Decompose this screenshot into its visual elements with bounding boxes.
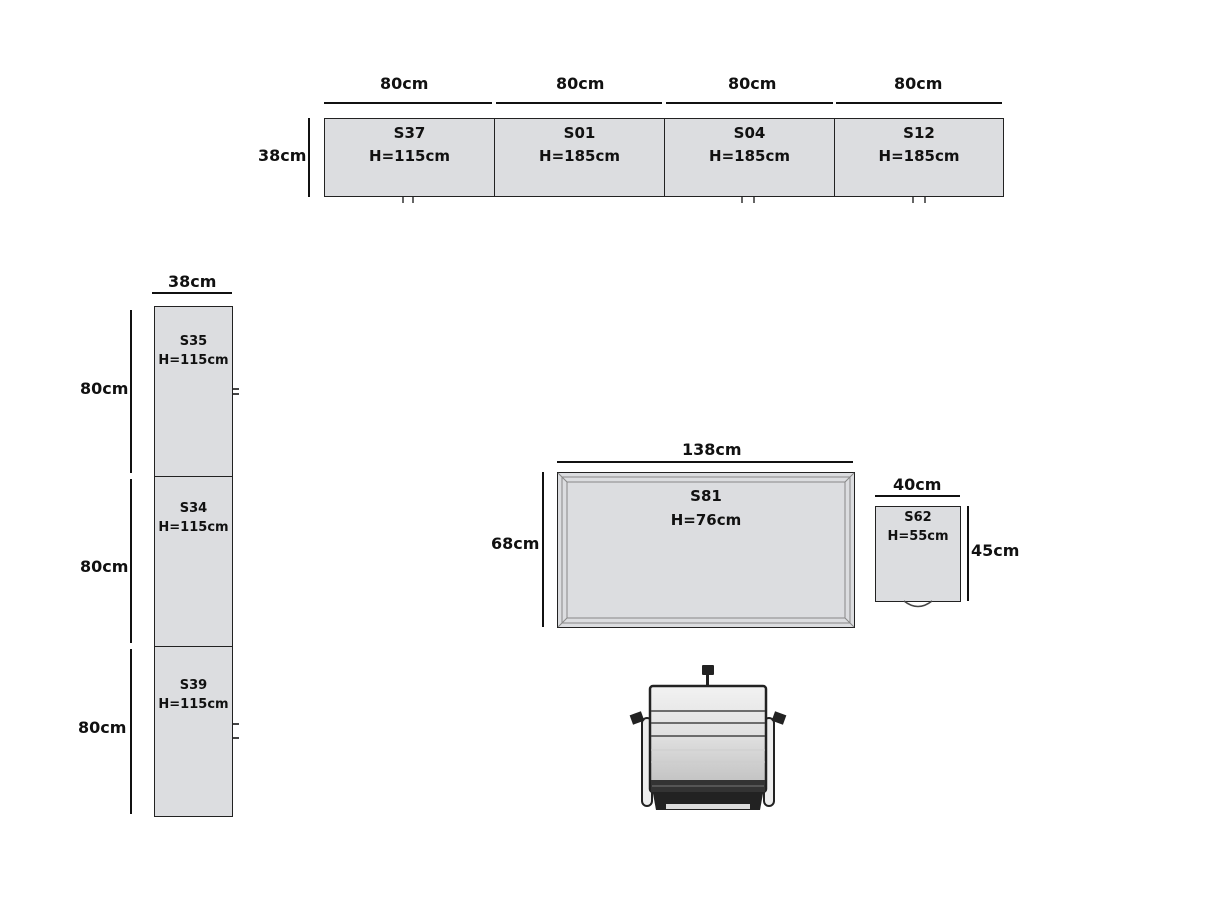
cabinet-code: S12 bbox=[903, 124, 935, 142]
cabinet-height: H=115cm bbox=[158, 520, 229, 535]
cabinet-height: H=115cm bbox=[158, 353, 229, 368]
handle-icon bbox=[233, 737, 239, 739]
handle-icon bbox=[753, 197, 755, 203]
length-label: 80cm bbox=[80, 557, 129, 576]
dimension-line bbox=[666, 102, 833, 104]
cabinet-height: H=185cm bbox=[539, 147, 620, 165]
side-unit-code: S62 bbox=[904, 510, 932, 525]
dimension-line bbox=[152, 292, 232, 294]
cabinet-s39[interactable]: S39 H=115cm bbox=[154, 646, 233, 817]
handle-icon bbox=[741, 197, 743, 203]
cabinet-s35[interactable]: S35 H=115cm bbox=[154, 306, 233, 477]
depth-label: 68cm bbox=[491, 534, 540, 553]
width-label: 80cm bbox=[556, 74, 605, 93]
dimension-line bbox=[496, 102, 662, 104]
cabinet-code: S35 bbox=[179, 334, 208, 349]
cabinet-s04[interactable]: S04 H=185cm bbox=[664, 118, 835, 197]
dimension-line bbox=[875, 495, 960, 497]
desk-s81[interactable]: S81 H=76cm bbox=[557, 472, 855, 628]
dimension-line bbox=[130, 649, 132, 814]
cabinet-height: H=115cm bbox=[369, 147, 450, 165]
cabinet-s12[interactable]: S12 H=185cm bbox=[834, 118, 1004, 197]
desk-frame-icon bbox=[557, 472, 854, 627]
handle-icon bbox=[402, 197, 404, 203]
length-label: 80cm bbox=[80, 379, 129, 398]
width-label: 80cm bbox=[728, 74, 777, 93]
cabinet-code: S04 bbox=[733, 124, 766, 142]
cabinet-code: S01 bbox=[563, 124, 596, 142]
dimension-line bbox=[308, 118, 310, 197]
length-label: 80cm bbox=[78, 718, 127, 737]
handle-icon bbox=[233, 388, 239, 390]
handle-icon bbox=[924, 197, 926, 203]
dimension-line bbox=[542, 472, 544, 627]
depth-label: 38cm bbox=[168, 272, 217, 291]
cabinet-s37[interactable]: S37 H=115cm bbox=[324, 118, 495, 197]
depth-label: 45cm bbox=[971, 541, 1020, 560]
handle-icon bbox=[412, 197, 414, 203]
dimension-line bbox=[557, 461, 853, 463]
side-unit-s62[interactable]: S62 H=55cm bbox=[875, 506, 961, 602]
office-chair-icon[interactable] bbox=[628, 660, 788, 815]
cabinet-code: S34 bbox=[179, 501, 208, 516]
depth-label: 38cm bbox=[258, 146, 307, 165]
drawer-handle-icon bbox=[903, 600, 933, 608]
width-label: 80cm bbox=[380, 74, 429, 93]
cabinet-height: H=115cm bbox=[158, 697, 229, 712]
width-label: 138cm bbox=[682, 440, 742, 459]
desk-code: S81 bbox=[690, 487, 722, 505]
side-unit-height: H=55cm bbox=[887, 529, 949, 544]
cabinet-s34[interactable]: S34 H=115cm bbox=[154, 476, 233, 647]
dimension-line bbox=[324, 102, 492, 104]
cabinet-s01[interactable]: S01 H=185cm bbox=[494, 118, 665, 197]
handle-icon bbox=[233, 723, 239, 725]
dimension-line bbox=[836, 102, 1002, 104]
cabinet-code: S39 bbox=[179, 678, 208, 693]
dimension-line bbox=[967, 506, 969, 601]
desk-height: H=76cm bbox=[670, 511, 742, 529]
dimension-line bbox=[130, 310, 132, 473]
dimension-line bbox=[130, 479, 132, 643]
cabinet-height: H=185cm bbox=[709, 147, 790, 165]
cabinet-height: H=185cm bbox=[878, 147, 960, 165]
handle-icon bbox=[912, 197, 914, 203]
handle-icon bbox=[233, 393, 239, 395]
width-label: 80cm bbox=[894, 74, 943, 93]
cabinet-code: S37 bbox=[393, 124, 426, 142]
width-label: 40cm bbox=[893, 475, 942, 494]
